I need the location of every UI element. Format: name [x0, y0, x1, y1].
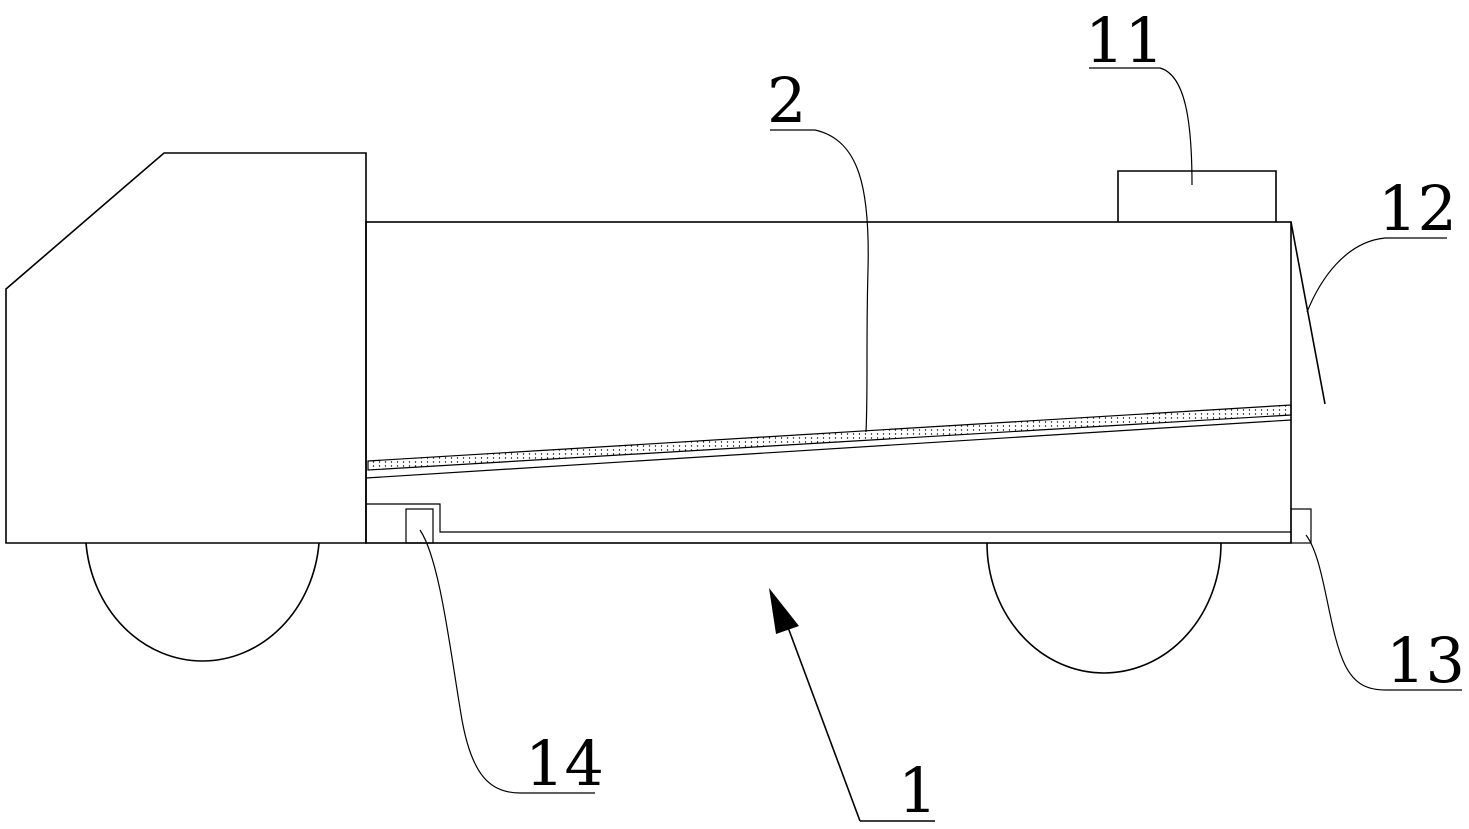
vehicle-arrow-head	[769, 588, 799, 634]
bottom-drawer	[366, 503, 1291, 533]
rear-wheel	[986, 542, 1222, 674]
label-14: 14	[525, 727, 604, 800]
label-12: 12	[1378, 172, 1457, 245]
front-wheel	[85, 542, 320, 662]
leader-2	[770, 129, 869, 433]
label-11: 11	[1085, 4, 1164, 77]
label-13: 13	[1386, 624, 1465, 697]
leader-11	[1089, 67, 1193, 186]
inclined-plate-under-line	[365, 419, 1292, 479]
vehicle-arrow-shaft	[785, 621, 861, 822]
leader-14	[419, 529, 595, 794]
leader-13	[1305, 534, 1462, 691]
rear-block	[1290, 508, 1312, 544]
cab	[5, 152, 367, 544]
front-block	[405, 508, 434, 544]
label-2: 2	[767, 64, 806, 137]
top-box	[1117, 170, 1277, 222]
label-1: 1	[898, 754, 937, 827]
inclined-plate	[367, 404, 1292, 471]
rear-door	[1290, 221, 1326, 405]
leader-12	[1306, 237, 1447, 313]
cargo-body	[365, 221, 1292, 544]
